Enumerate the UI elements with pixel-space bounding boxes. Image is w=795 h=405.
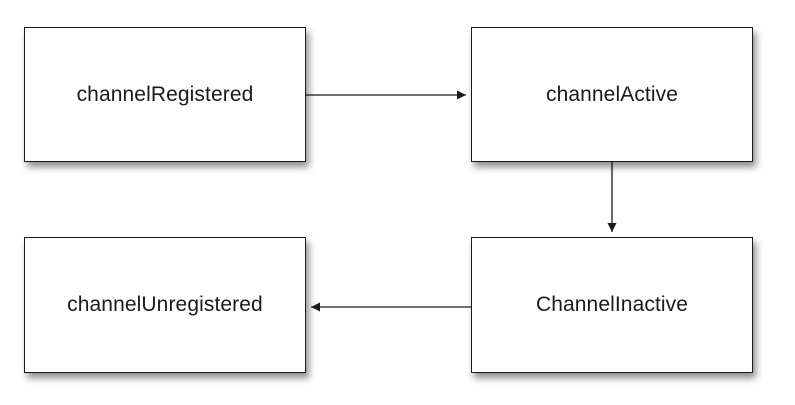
node-channel-unregistered: channelUnregistered xyxy=(24,237,306,373)
node-channel-active: channelActive xyxy=(471,27,753,162)
node-channel-inactive: ChannelInactive xyxy=(471,237,753,373)
node-label-channel-unregistered: channelUnregistered xyxy=(67,293,263,316)
node-channel-registered: channelRegistered xyxy=(24,27,306,162)
node-label-channel-inactive: ChannelInactive xyxy=(535,293,689,316)
node-label-channel-registered: channelRegistered xyxy=(76,82,254,106)
node-label-channel-active: channelActive xyxy=(545,82,679,106)
